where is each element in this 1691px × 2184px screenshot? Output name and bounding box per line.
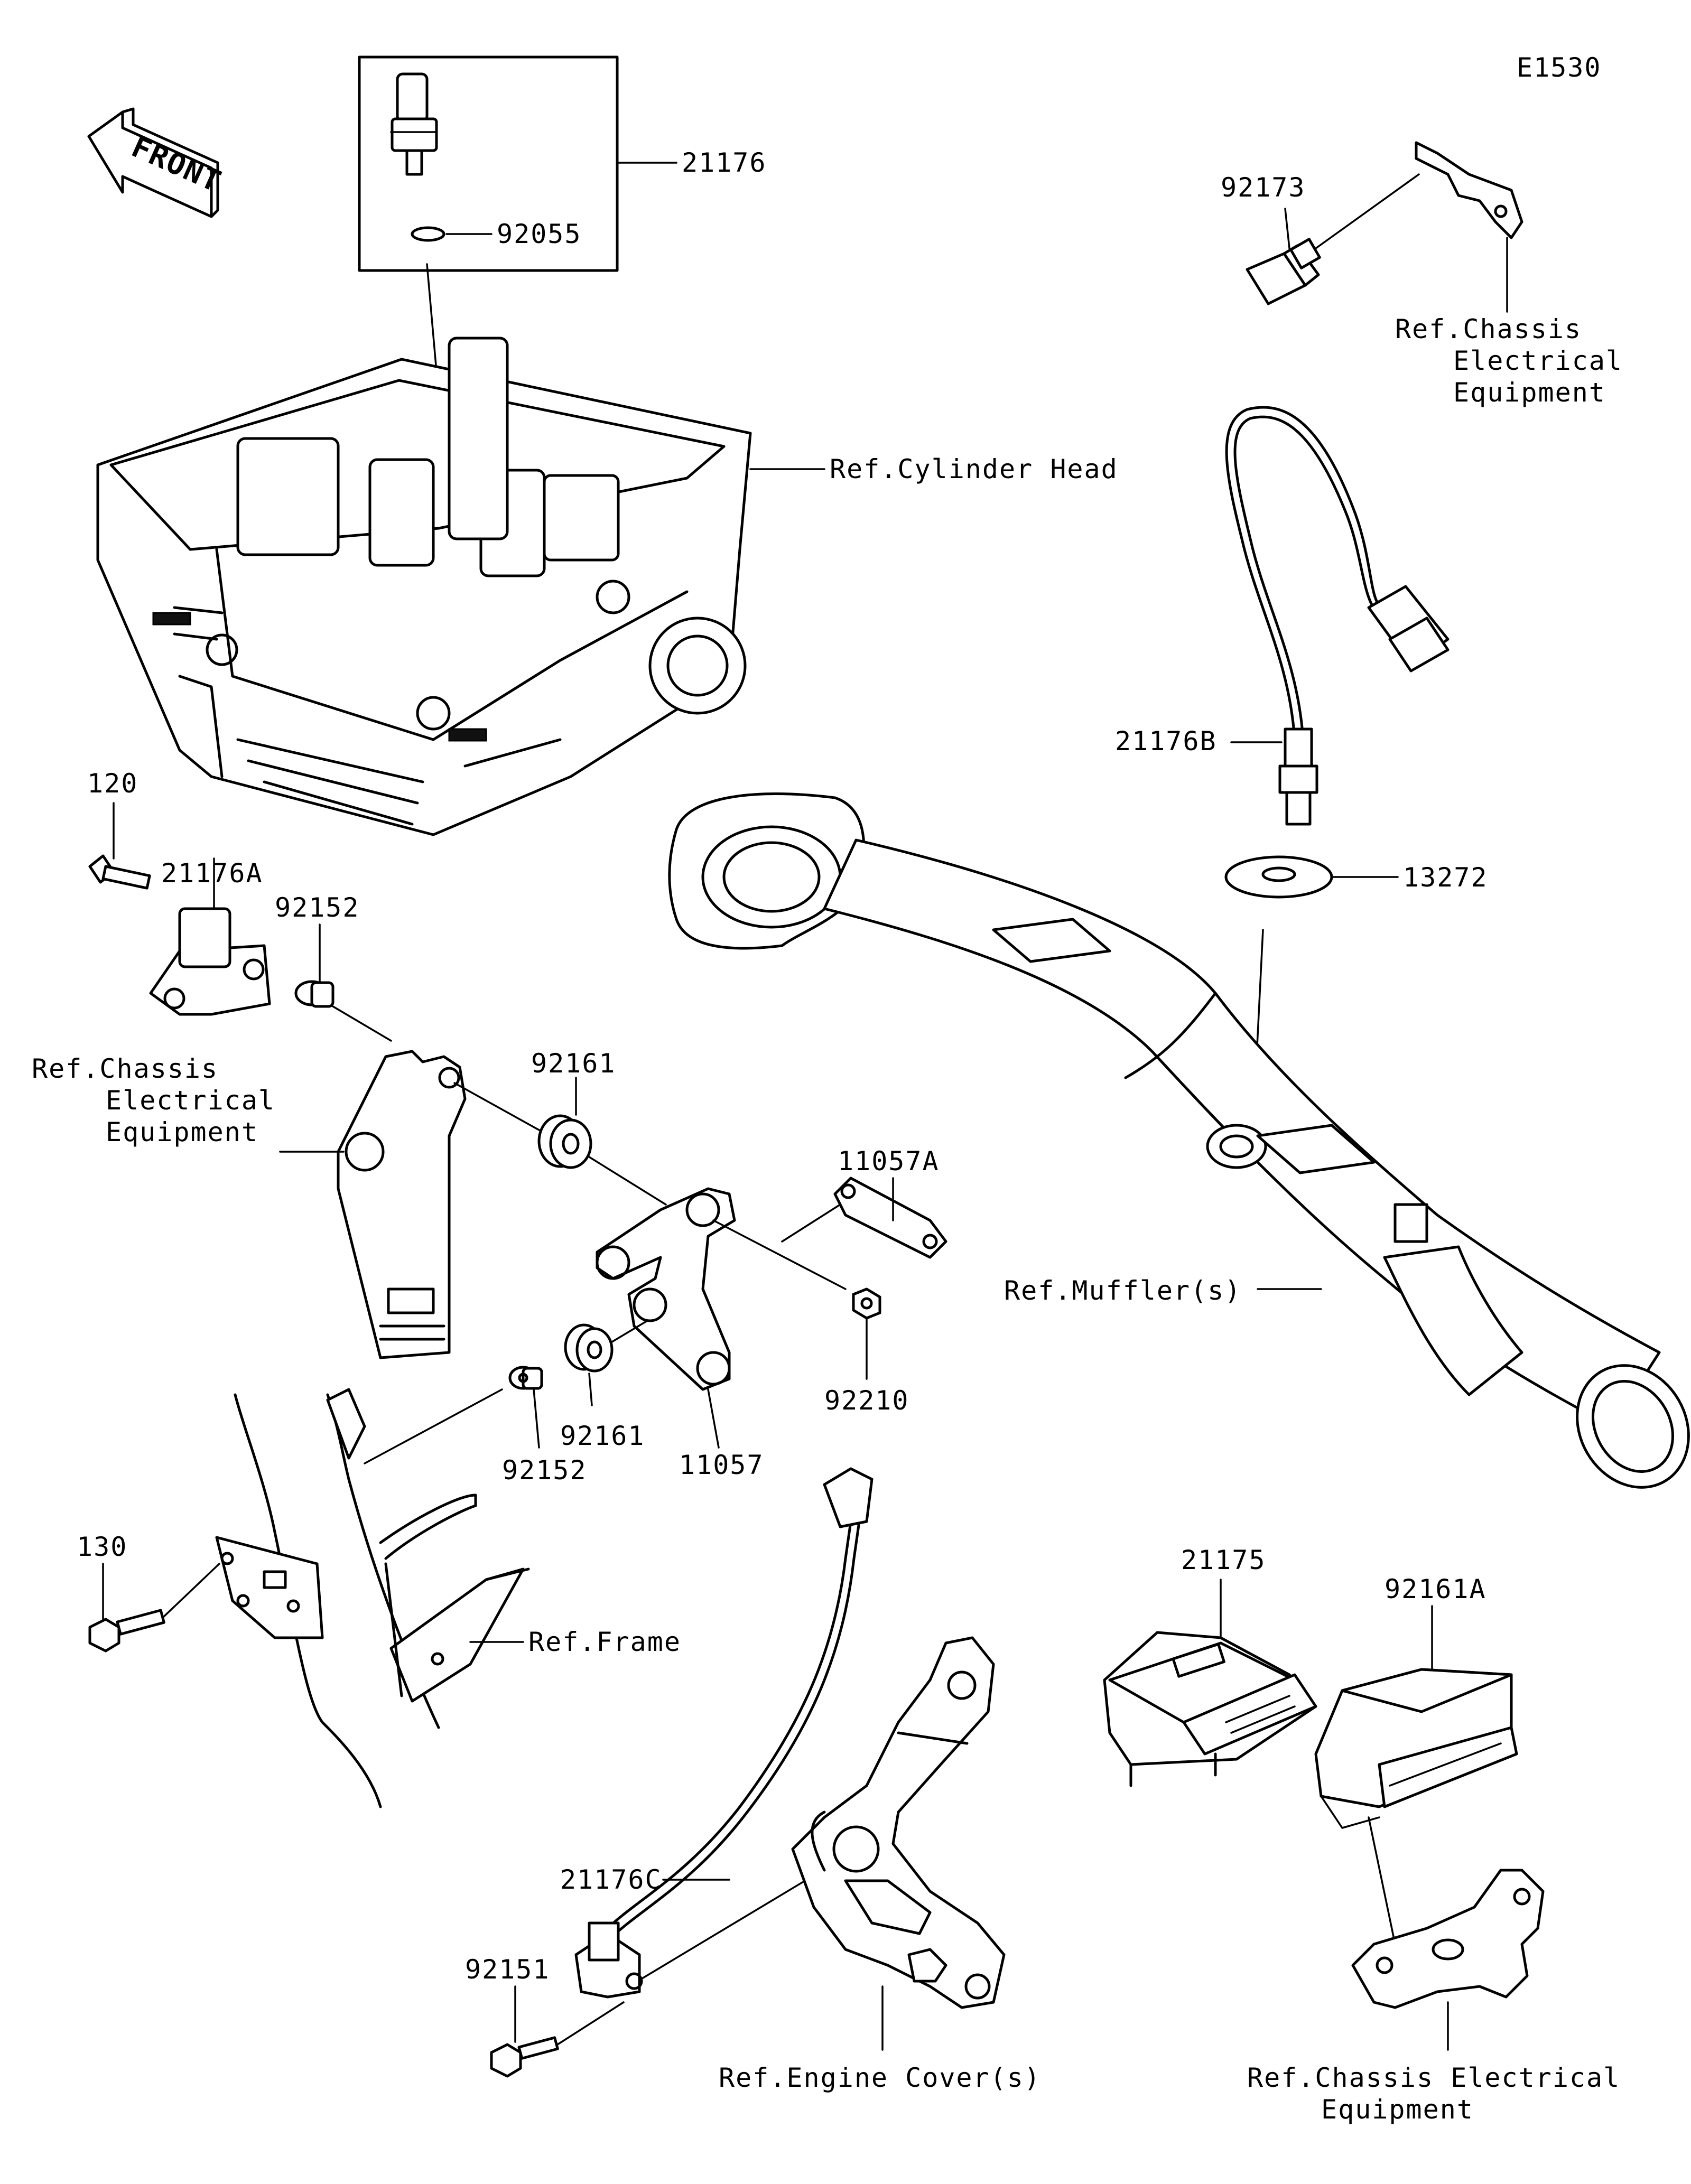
front-arrow-icon: FRONT [87, 107, 227, 218]
part-number-120: 120 [87, 768, 138, 799]
ref-cylinder-head: Ref.Cylinder Head [830, 454, 1118, 484]
part-number-21176C: 21176C [560, 1864, 662, 1895]
connector-92173 [1246, 141, 1523, 313]
ref-chassis-top-line2: Electrical [1453, 346, 1623, 376]
oxygen-sensor-21176B [1224, 406, 1450, 1142]
nut-92210 [852, 1287, 881, 1380]
part-number-21175: 21175 [1181, 1545, 1266, 1575]
part-number-92161A: 92161A [1385, 1574, 1486, 1604]
ecu-21175 [1103, 1579, 1317, 1787]
bolt-92151 [490, 1985, 625, 2078]
cylinder-head-illustration [96, 337, 825, 836]
diagram-code: E1530 [1517, 52, 1602, 83]
sensor-21176A [149, 857, 271, 1016]
ecu-mount-bracket-bottom [1351, 1869, 1545, 2051]
part-number-13272: 13272 [1403, 862, 1488, 893]
ref-chassis-left-line1: Ref.Chassis [32, 1053, 218, 1084]
ref-chassis-left-line2: Electrical [106, 1085, 275, 1116]
part-number-21176A: 21176A [161, 858, 263, 889]
part-number-92210: 92210 [824, 1385, 909, 1416]
collar-92152-upper [294, 923, 392, 1042]
part-number-11057A: 11057A [838, 1146, 940, 1177]
grommet-92161-upper [537, 1077, 667, 1206]
ref-chassis-top-line3: Equipment [1453, 377, 1606, 408]
part-number-21176: 21176 [682, 147, 767, 178]
ecu-bracket-left [279, 1050, 551, 1359]
grommet-92161-lower [564, 1320, 648, 1406]
bolt-130 [88, 1563, 220, 1653]
ref-chassis-bottom-line2: Equipment [1321, 2094, 1474, 2125]
ecu-cover-92161A [1314, 1605, 1518, 1945]
part-number-92055: 92055 [497, 219, 582, 249]
plate-11057A [781, 1177, 947, 1259]
part-number-92173: 92173 [1221, 172, 1306, 203]
part-number-21176B: 21176B [1115, 726, 1217, 757]
part-number-11057: 11057 [679, 1450, 764, 1480]
collar-92152-lower [364, 1366, 543, 1464]
sensor-21176C [574, 1467, 874, 1999]
part-number-92161-upper: 92161 [531, 1048, 616, 1079]
ref-frame: Ref.Frame [528, 1627, 681, 1657]
part-number-92152-lower: 92152 [502, 1455, 587, 1486]
part-number-130: 130 [77, 1532, 127, 1562]
muffler-pipe-illustration [668, 792, 1690, 1489]
bracket-11057 [596, 1187, 847, 1449]
ref-chassis-left-line3: Equipment [106, 1117, 258, 1147]
ref-engine-cover: Ref.Engine Cover(s) [719, 2062, 1041, 2093]
part-number-92151: 92151 [465, 1954, 550, 1985]
ref-chassis-bottom-line1: Ref.Chassis Electrical [1247, 2062, 1620, 2093]
ref-chassis-top-line1: Ref.Chassis [1395, 314, 1582, 344]
bolt-120 [88, 802, 151, 890]
ref-mufflers: Ref.Muffler(s) [1004, 1275, 1241, 1306]
frame-illustration [215, 1388, 530, 1808]
part-number-92152-upper: 92152 [275, 892, 360, 923]
engine-cover-bracket-illustration [791, 1636, 1006, 2051]
part-number-92161-lower: 92161 [560, 1421, 645, 1451]
